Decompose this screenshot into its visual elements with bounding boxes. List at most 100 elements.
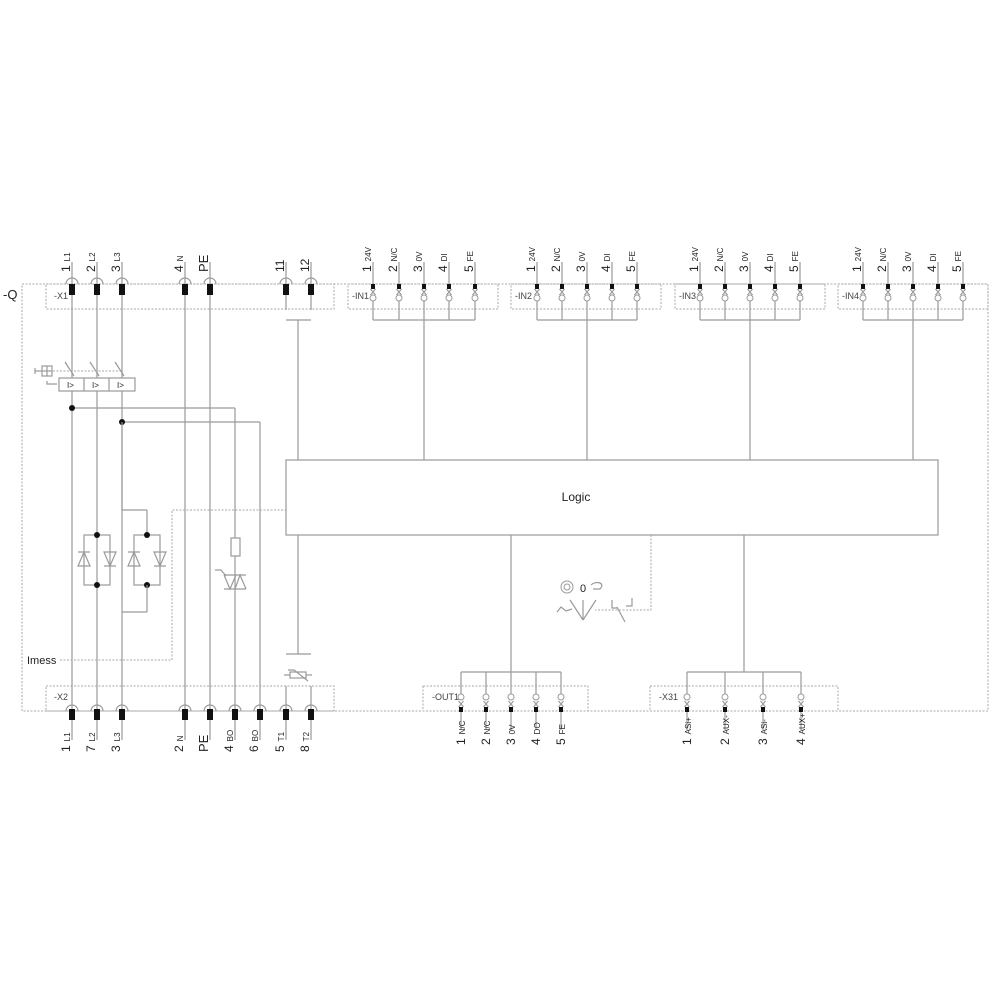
x31-terminal-3: 3ASi- bbox=[756, 672, 770, 745]
input-1-terminal-4: 4DI bbox=[436, 253, 453, 320]
x2-terminal-4: 4BO bbox=[222, 704, 242, 752]
terminal-label: 12 bbox=[298, 258, 312, 272]
svg-text:0: 0 bbox=[580, 583, 586, 595]
terminal-label: PE bbox=[196, 734, 211, 752]
svg-text:2N/C: 2N/C bbox=[875, 247, 889, 272]
svg-text:5FE: 5FE bbox=[554, 724, 568, 745]
x1-label: -X1 bbox=[54, 291, 68, 301]
x2-terminal-1: 1L1 bbox=[59, 704, 79, 752]
input-label: -IN4 bbox=[842, 291, 859, 301]
svg-text:2N/C: 2N/C bbox=[386, 247, 400, 272]
x31-terminal-1: 1ASi+ bbox=[680, 672, 694, 745]
terminal-label: 3L3 bbox=[109, 732, 123, 752]
input-2-terminal-4: 4DI bbox=[599, 253, 616, 320]
terminal-label: 4N bbox=[172, 255, 186, 272]
thyristor-pair-l2 bbox=[77, 532, 117, 588]
terminal-label: 8T2 bbox=[298, 731, 312, 752]
svg-text:30V: 30V bbox=[900, 251, 914, 272]
input-label: -IN3 bbox=[679, 291, 696, 301]
svg-text:5FE: 5FE bbox=[950, 251, 964, 272]
x31-terminal-2: 2AUX- bbox=[718, 672, 732, 745]
out1-terminal-3: 30V bbox=[504, 672, 518, 745]
x2-terminal-5: 5T1 bbox=[273, 704, 293, 752]
svg-text:2N/C: 2N/C bbox=[479, 720, 493, 745]
svg-text:124V: 124V bbox=[687, 246, 701, 272]
terminal-label: PE bbox=[196, 254, 211, 272]
input-2-terminal-1: 124V bbox=[524, 246, 541, 320]
x1-frame bbox=[45, 283, 335, 310]
svg-text:4DI: 4DI bbox=[762, 253, 776, 272]
input-4-terminal-4: 4DI bbox=[925, 253, 942, 320]
input-3-terminal-1: 124V bbox=[687, 246, 704, 320]
power-wires bbox=[69, 290, 261, 712]
input-3-terminal-2: 2N/C bbox=[712, 247, 729, 320]
logic-output-wires bbox=[461, 535, 801, 673]
x2-label: -X2 bbox=[54, 692, 68, 702]
x2-terminal-3: 3L3 bbox=[109, 704, 129, 752]
svg-text:124V: 124V bbox=[524, 246, 538, 272]
input-label: -IN2 bbox=[515, 291, 532, 301]
input-label: -IN1 bbox=[352, 291, 369, 301]
svg-text:4DI: 4DI bbox=[599, 253, 613, 272]
terminal-label: 4BO bbox=[222, 730, 236, 752]
input-4-terminal-5: 5FE bbox=[950, 251, 967, 320]
svg-text:30V: 30V bbox=[737, 251, 751, 272]
x1-terminal-3: 3L3 bbox=[109, 252, 129, 295]
input-2-terminal-2: 2N/C bbox=[549, 247, 566, 320]
input-4-terminal-2: 2N/C bbox=[875, 247, 892, 320]
terminal-label: 3L3 bbox=[109, 252, 123, 272]
svg-text:124V: 124V bbox=[360, 246, 374, 272]
out1-terminal-5: 5FE bbox=[554, 672, 568, 745]
triac-symbol bbox=[215, 537, 247, 591]
input-2-terminal-5: 5FE bbox=[624, 251, 641, 320]
terminal-label: 7L2 bbox=[84, 732, 98, 752]
terminal-label: 11 bbox=[273, 259, 287, 272]
input-1-terminal-3: 30V bbox=[411, 251, 428, 320]
svg-text:Imess: Imess bbox=[27, 655, 57, 667]
input-3-terminal-5: 5FE bbox=[787, 251, 804, 320]
svg-text:2N/C: 2N/C bbox=[712, 247, 726, 272]
logic-label: Logic bbox=[562, 490, 591, 504]
input-3-terminal-3: 30V bbox=[737, 251, 754, 320]
input-1-terminal-2: 2N/C bbox=[386, 247, 403, 320]
selector-switch-symbol: 0 bbox=[556, 535, 652, 623]
svg-text:2AUX-: 2AUX- bbox=[718, 715, 732, 745]
x1-terminal-1: 1L1 bbox=[59, 252, 79, 295]
svg-text:3ASi-: 3ASi- bbox=[756, 719, 770, 745]
terminal-label: 6BO bbox=[247, 730, 261, 752]
x2-terminal-8: 8T2 bbox=[298, 704, 318, 752]
input-1-terminal-5: 5FE bbox=[462, 251, 479, 320]
terminal-label: 2L2 bbox=[84, 252, 98, 272]
x2-terminal-2: 2N bbox=[172, 704, 192, 752]
x2-terminal-7: 7L2 bbox=[84, 704, 104, 752]
x1-terminal-11: 11 bbox=[273, 259, 293, 295]
svg-text:1ASi+: 1ASi+ bbox=[680, 717, 694, 745]
svg-text:2N/C: 2N/C bbox=[549, 247, 563, 272]
x2-terminal-PE: PE bbox=[196, 704, 217, 752]
out1-frame bbox=[422, 685, 589, 712]
svg-text:4AUX+: 4AUX+ bbox=[794, 713, 808, 745]
x1-terminal-4: 4N bbox=[172, 255, 192, 295]
x2-terminal-6: 6BO bbox=[247, 704, 267, 752]
input-1-terminal-1: 124V bbox=[360, 246, 377, 320]
out1-terminal-1: 1N/C bbox=[454, 672, 468, 745]
x2-frame bbox=[45, 685, 335, 712]
circuit-breaker-symbol: I> I> I> bbox=[34, 361, 136, 392]
svg-text:5FE: 5FE bbox=[462, 251, 476, 272]
svg-text:5FE: 5FE bbox=[624, 251, 638, 272]
terminal-label: 5T1 bbox=[273, 731, 287, 752]
terminal-label: 1L1 bbox=[59, 732, 73, 752]
svg-text:I>: I> bbox=[92, 381, 99, 390]
x31-label: -X31 bbox=[659, 692, 678, 702]
svg-text:1N/C: 1N/C bbox=[454, 720, 468, 745]
input-3-terminal-4: 4DI bbox=[762, 253, 779, 320]
x1-terminal-PE: PE bbox=[196, 254, 217, 295]
x31-terminal-4: 4AUX+ bbox=[794, 672, 808, 745]
terminal-label: 1L1 bbox=[59, 252, 73, 272]
svg-text:124V: 124V bbox=[850, 246, 864, 272]
input-4-terminal-1: 124V bbox=[850, 246, 867, 320]
svg-text:I>: I> bbox=[67, 381, 74, 390]
svg-text:30V: 30V bbox=[504, 724, 518, 745]
imess-signal: Imess bbox=[27, 509, 286, 667]
